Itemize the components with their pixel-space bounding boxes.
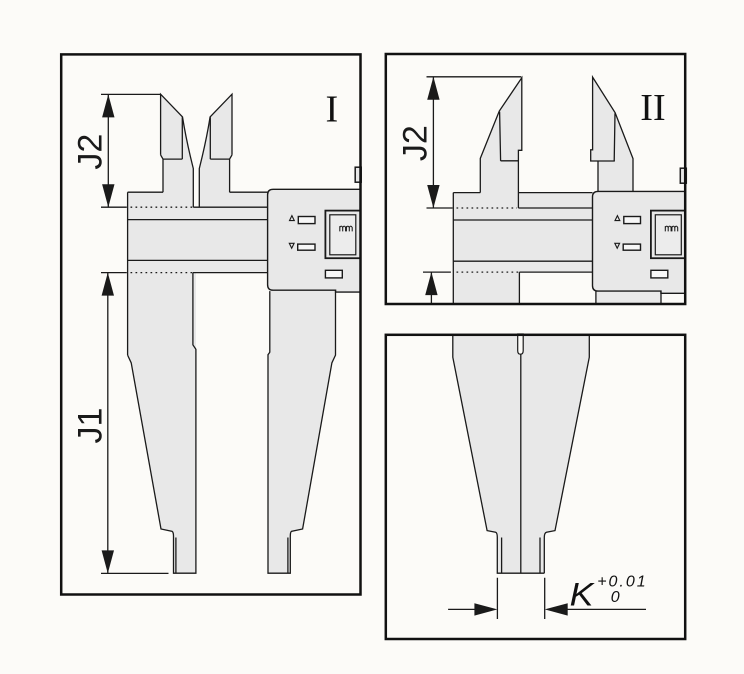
svg-text:+0.01: +0.01 bbox=[597, 574, 647, 591]
svg-text:J2: J2 bbox=[397, 125, 435, 161]
svg-text:II: II bbox=[640, 87, 665, 129]
svg-text:J1: J1 bbox=[72, 408, 110, 444]
svg-text:K: K bbox=[570, 577, 596, 613]
svg-text:I: I bbox=[326, 89, 339, 131]
svg-text:0: 0 bbox=[611, 589, 620, 606]
svg-text:J2: J2 bbox=[72, 134, 110, 170]
